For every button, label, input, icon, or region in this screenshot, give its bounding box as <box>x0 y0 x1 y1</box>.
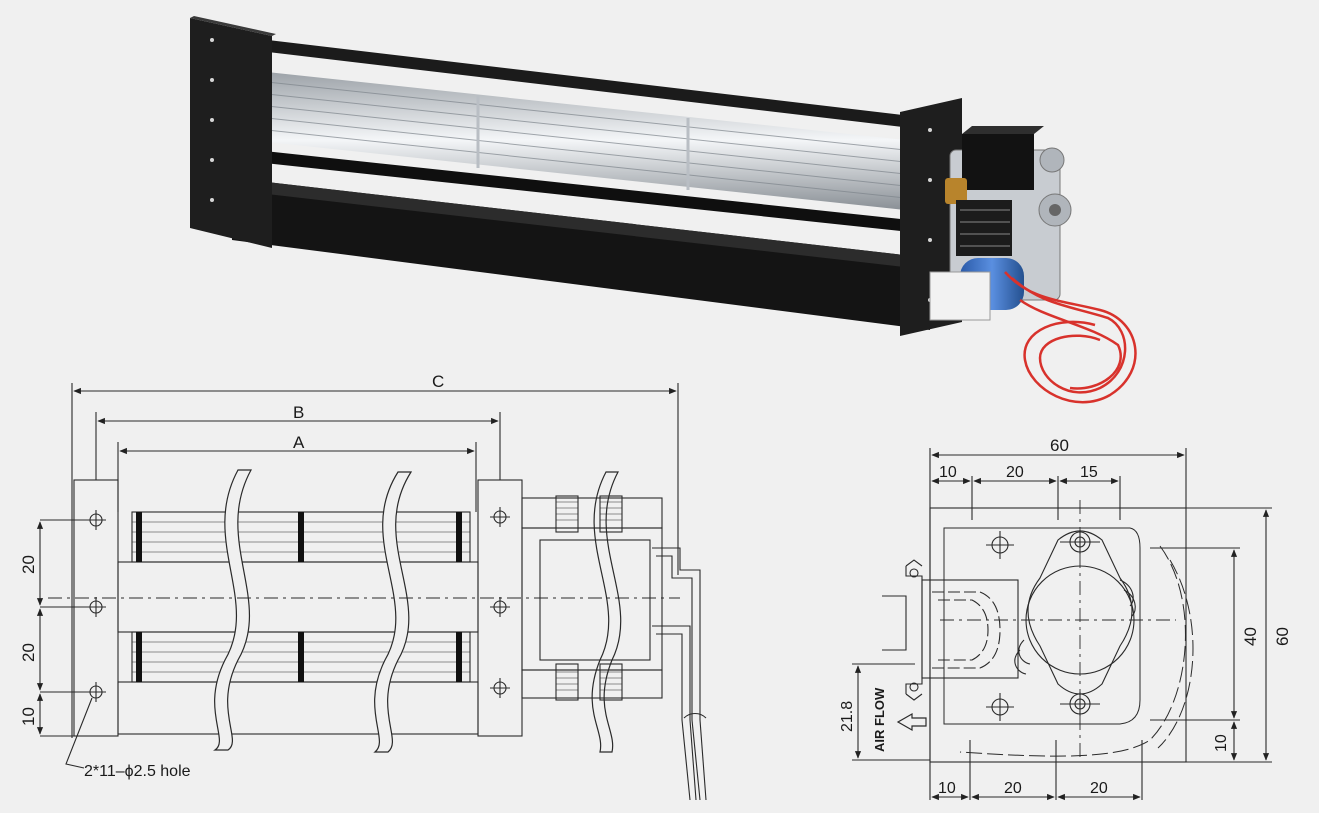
rotor-blades <box>248 70 905 210</box>
dim-label-20-mid: 20 <box>19 643 38 662</box>
dim-label-right-10: 10 <box>1213 734 1230 752</box>
motor <box>929 126 1072 321</box>
side-housing-body <box>117 561 479 633</box>
dim-label-top-20: 20 <box>1006 464 1024 481</box>
dim-label-top-10: 10 <box>939 464 957 481</box>
dim-label-bottom-20b: 20 <box>1090 780 1108 797</box>
dim-label-21-8: 21.8 <box>839 701 856 732</box>
dim-label-b: B <box>293 403 304 422</box>
dim-label-right-40: 40 <box>1241 627 1260 646</box>
dim-label-top-15: 15 <box>1080 464 1098 481</box>
side-motor <box>521 495 707 801</box>
airflow-arrow-icon <box>896 712 927 732</box>
housing-top-rail <box>268 40 945 132</box>
break-lines <box>213 469 622 753</box>
end-motor-flange <box>1014 530 1136 716</box>
fan-product-photo <box>190 16 1137 404</box>
end-bracket <box>882 559 1019 701</box>
dim-label-width-60: 60 <box>1050 436 1069 455</box>
dim-label-20-top: 20 <box>19 555 38 574</box>
power-wires <box>1004 271 1137 404</box>
end-view-drawing <box>852 448 1272 801</box>
end-plate-outline <box>929 507 1187 763</box>
dim-label-bottom-10: 10 <box>938 780 956 797</box>
dim-label-bottom-20a: 20 <box>1004 780 1022 797</box>
hole-note: 2*11–ϕ2.5 hole <box>84 763 191 780</box>
airflow-label: AIR FLOW <box>872 687 887 752</box>
housing-bottom <box>232 178 930 330</box>
left-end-plate <box>190 18 272 248</box>
dim-label-10-bottom: 10 <box>19 707 38 726</box>
dim-label-a: A <box>293 433 305 452</box>
dim-label-height-60: 60 <box>1273 627 1292 646</box>
side-view-drawing <box>36 383 707 801</box>
dim-label-c: C <box>432 372 444 391</box>
